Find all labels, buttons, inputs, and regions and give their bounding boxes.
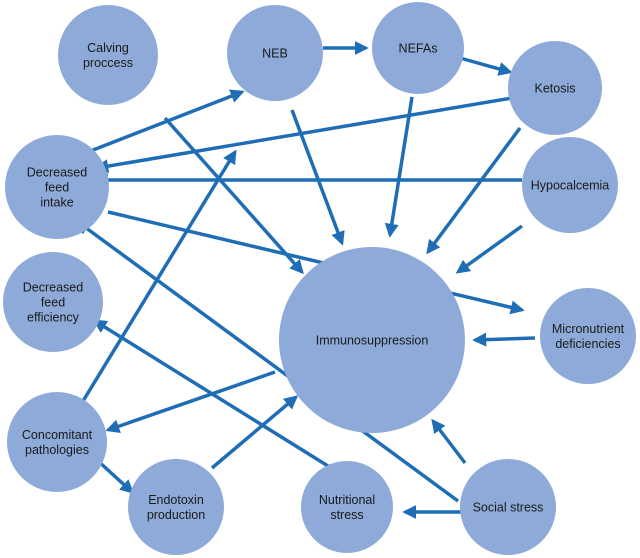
- node-circle: [7, 392, 107, 492]
- node-label-line: Concomitant: [22, 428, 93, 442]
- node-circle: [372, 2, 464, 94]
- arrow-ketosis-to-immunosuppression: [426, 126, 522, 255]
- node-label: Ketosis: [535, 82, 576, 96]
- node-label-line: Ketosis: [535, 82, 576, 96]
- arrow-social-stress-to-decreased-feed-intake: [75, 220, 460, 503]
- node-circle: [5, 135, 109, 239]
- node-label: NEFAs: [399, 42, 438, 56]
- node-label: Hypocalcemia: [531, 179, 610, 193]
- node-hypocalcemia: Hypocalcemia: [522, 137, 618, 233]
- arrow-ketosis-to-decreased-feed-intake: [94, 96, 513, 174]
- arrow-nefas-to-ketosis: [459, 56, 513, 76]
- node-circle: [227, 5, 323, 101]
- node-label: Social stress: [473, 501, 544, 515]
- arrow-endotoxin-production-to-immunosuppression: [210, 395, 299, 470]
- arrow-decreased-feed-intake-to-neb: [87, 89, 245, 154]
- arrow-immunosuppression-to-concomitant-pathologies: [105, 370, 276, 433]
- node-label-line: pathologies: [25, 443, 89, 457]
- node-label-line: Social stress: [473, 501, 544, 515]
- arrow-nutritional-stress-to-decreased-feed-efficiency: [92, 319, 329, 468]
- node-circle: [301, 461, 393, 553]
- node-circle: [508, 41, 602, 135]
- arrow-social-stress-to-immunosuppression: [431, 418, 467, 465]
- node-label-line: Calving: [87, 41, 129, 55]
- node-social-stress: Social stress: [460, 459, 556, 555]
- node-label-line: Hypocalcemia: [531, 179, 610, 193]
- node-ketosis: Ketosis: [508, 41, 602, 135]
- node-label-line: intake: [40, 196, 73, 210]
- arrow-decreased-feed-intake-to-micronutrient-deficiencies: [107, 210, 525, 315]
- arrow-decreased-feed-intake-to-immunosuppression: [163, 116, 304, 275]
- node-immunosuppression: Immunosuppression: [279, 247, 465, 433]
- node-label: NEB: [262, 47, 288, 61]
- node-circle: [522, 137, 618, 233]
- node-label-line: efficiency: [27, 311, 80, 325]
- arrows-layer: [75, 41, 536, 519]
- node-neb: NEB: [227, 5, 323, 101]
- node-label-line: NEB: [262, 47, 288, 61]
- node-label-line: feed: [41, 296, 65, 310]
- arrow-neb-to-immunosuppression: [290, 109, 345, 246]
- node-label-line: proccess: [83, 56, 133, 70]
- node-circle: [460, 459, 556, 555]
- node-label: Immunosuppression: [316, 334, 429, 348]
- node-circle: [128, 459, 224, 555]
- node-label-line: Micronutrient: [552, 322, 625, 336]
- arrow-micronutrient-deficiencies-to-immunosuppression: [472, 332, 536, 347]
- node-nefas: NEFAs: [372, 2, 464, 94]
- node-label-line: Decreased: [23, 281, 83, 295]
- node-label-line: Nutritional: [319, 493, 375, 507]
- node-label-line: Immunosuppression: [316, 334, 429, 348]
- node-circle: [540, 288, 636, 384]
- arrow-concomitant-pathologies-to-endotoxin-production: [95, 458, 135, 494]
- arrow-hypocalcemia-to-immunosuppression: [455, 224, 524, 274]
- node-label-line: deficiencies: [555, 337, 620, 351]
- node-label-line: Endotoxin: [148, 493, 204, 507]
- node-label-line: feed: [45, 181, 69, 195]
- node-label-line: production: [147, 508, 205, 522]
- node-circle: [58, 5, 158, 105]
- node-circle: [3, 252, 103, 352]
- node-label-line: stress: [330, 508, 363, 522]
- arrow-nefas-to-immunosuppression: [384, 96, 414, 238]
- node-label-line: NEFAs: [399, 42, 438, 56]
- node-circle: [279, 247, 465, 433]
- node-label-line: Decreased: [27, 166, 87, 180]
